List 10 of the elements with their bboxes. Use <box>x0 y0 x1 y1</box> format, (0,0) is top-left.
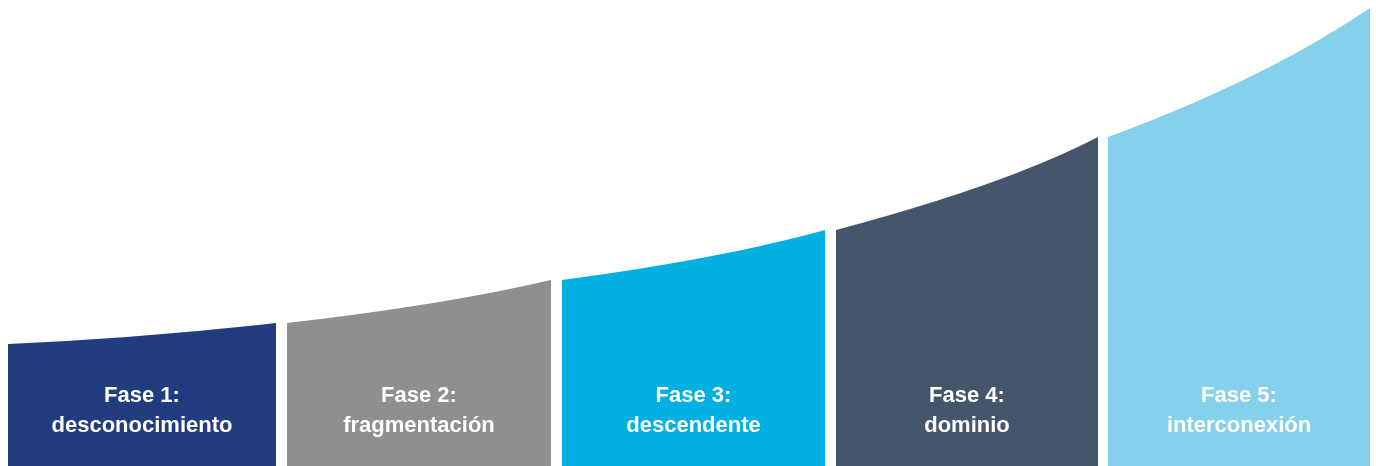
phase-number: Fase 3: <box>655 381 732 409</box>
phase-name: interconexión <box>1166 411 1312 439</box>
phase-name: descendente <box>626 411 761 439</box>
phase-number: Fase 1: <box>104 381 180 409</box>
phase-number: Fase 4: <box>929 381 1005 409</box>
phase-name: fragmentación <box>343 411 495 439</box>
phase-name: dominio <box>924 411 1010 439</box>
phase-number: Fase 2: <box>381 381 457 409</box>
phase-name: desconocimiento <box>51 411 233 439</box>
phase-number: Fase 5: <box>1201 381 1277 409</box>
